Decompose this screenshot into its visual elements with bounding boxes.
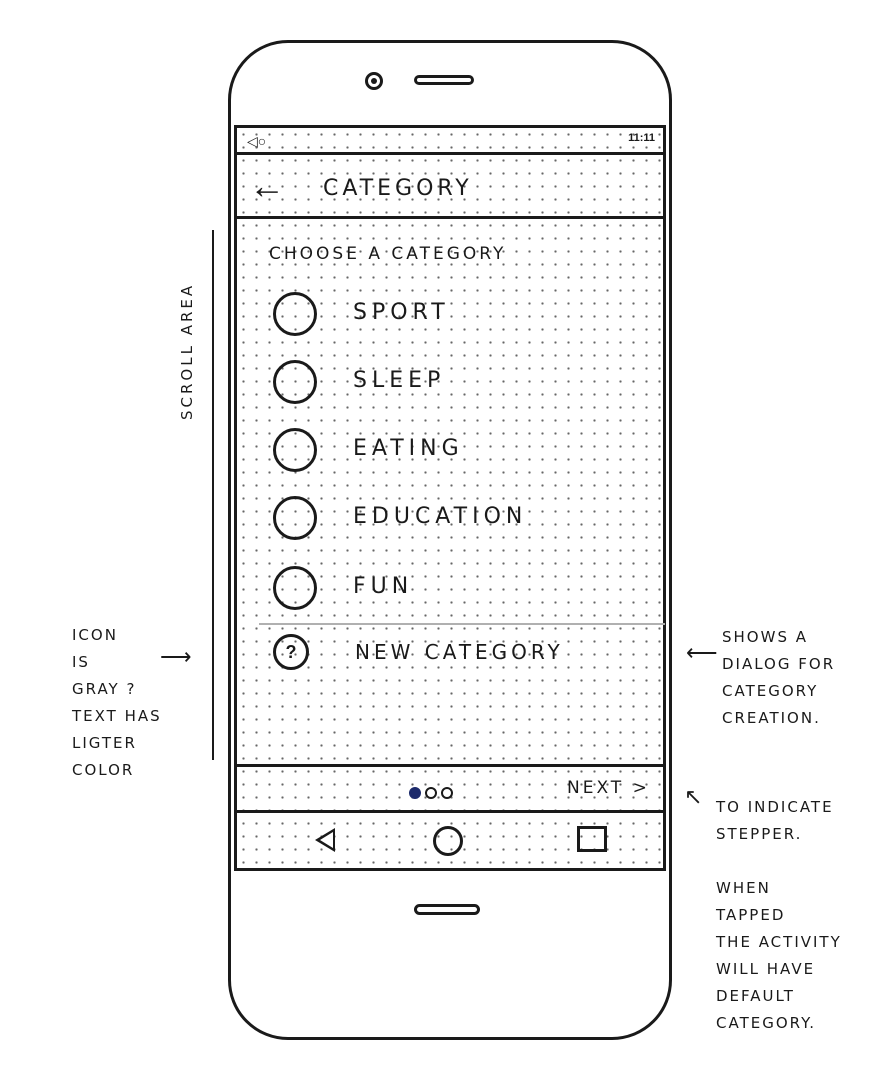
system-nav-bar <box>237 814 663 868</box>
phone-screen: ◁○ 11:11 ← CATEGORY CHOOSE A CATEGORY SP… <box>234 125 666 871</box>
stepper-dot <box>425 787 437 799</box>
arrow-left-icon: ⟵ <box>686 640 718 665</box>
category-item-sport[interactable]: SPORT <box>273 292 633 344</box>
dialog-note-annotation: SHOWS A DIALOG FOR CATEGORY CREATION. <box>722 628 836 727</box>
nav-recents-icon[interactable] <box>577 826 607 852</box>
category-label: SPORT <box>353 300 450 325</box>
category-label: SLEEP <box>353 368 446 393</box>
category-radio-icon <box>273 496 317 540</box>
category-item-eating[interactable]: EATING <box>273 428 633 480</box>
category-radio-icon <box>273 566 317 610</box>
arrow-up-icon: ↖ <box>684 784 703 809</box>
camera-icon <box>365 72 383 90</box>
category-item-fun[interactable]: FUN <box>273 566 633 618</box>
back-arrow-icon[interactable]: ← <box>249 165 285 206</box>
footer-divider-top <box>237 764 663 767</box>
question-icon: ? <box>273 634 309 670</box>
section-heading: CHOOSE A CATEGORY <box>269 244 507 264</box>
nav-home-icon[interactable] <box>433 826 463 856</box>
stepper-dot <box>441 787 453 799</box>
arrow-right-icon: ⟶ <box>160 644 192 669</box>
stepper-dot-active <box>409 787 421 799</box>
icon-note-annotation: ICON IS GRAY ? TEXT HAS LIGTER COLOR <box>72 626 162 779</box>
category-radio-icon <box>273 292 317 336</box>
page-title: CATEGORY <box>323 176 473 201</box>
category-label: EATING <box>353 436 464 461</box>
status-time: 11:11 <box>628 132 655 144</box>
app-bar: ← CATEGORY <box>237 160 663 218</box>
new-category-label: NEW CATEGORY <box>355 640 564 664</box>
footer-divider-bottom <box>237 810 663 813</box>
app-bar-divider <box>237 216 663 219</box>
nav-back-icon[interactable] <box>315 828 335 852</box>
category-item-education[interactable]: EDUCATION <box>273 496 633 548</box>
category-radio-icon <box>273 428 317 472</box>
list-separator <box>259 623 665 625</box>
stepper-dots <box>409 786 457 804</box>
category-label: FUN <box>353 574 414 599</box>
status-icons: ◁○ <box>247 133 267 149</box>
status-bar-divider <box>237 152 663 155</box>
scroll-area-line <box>212 230 214 760</box>
new-category-button[interactable]: ? NEW CATEGORY <box>273 634 633 676</box>
next-button[interactable]: NEXT > <box>567 778 650 798</box>
category-item-sleep[interactable]: SLEEP <box>273 360 633 412</box>
speaker-grille <box>414 75 474 85</box>
scroll-area-annotation: SCROLL AREA <box>178 282 196 420</box>
status-bar: ◁○ 11:11 <box>237 128 663 154</box>
home-indicator <box>414 904 480 915</box>
category-radio-icon <box>273 360 317 404</box>
category-label: EDUCATION <box>353 504 528 529</box>
stepper-note-annotation: TO INDICATE STEPPER. WHEN TAPPED THE ACT… <box>716 798 842 1032</box>
